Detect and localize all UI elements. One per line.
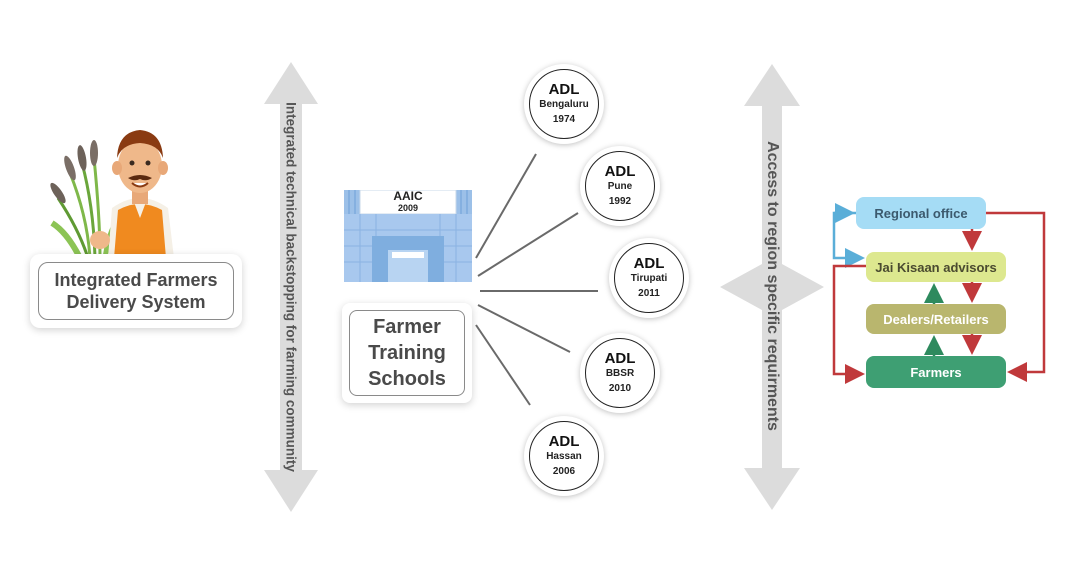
connector-bengaluru <box>475 153 537 259</box>
ifds-title-line2: Delivery System <box>66 292 206 312</box>
aaic-label: AAIC 2009 <box>362 189 454 214</box>
adl-city: Bengaluru <box>539 98 589 110</box>
dealers-retailers-box: Dealers/Retailers <box>866 304 1006 334</box>
adl-city: Hassan <box>546 450 582 462</box>
adl-year: 1974 <box>552 113 576 125</box>
red-loop-right <box>986 211 1046 382</box>
adl-title: ADL <box>604 162 636 180</box>
adl-title: ADL <box>633 254 665 272</box>
left-double-arrow-icon <box>264 62 318 512</box>
adl-year: 1992 <box>608 195 632 207</box>
adl-title: ADL <box>548 432 580 450</box>
farmer-illustration <box>50 130 174 258</box>
adl-title: ADL <box>604 349 636 367</box>
adl-year: 2011 <box>638 287 660 299</box>
fts-line1: Farmer <box>373 316 441 338</box>
adl-bengaluru: ADL Bengaluru 1974 <box>524 64 604 144</box>
jai-kisaan-advisors-box: Jai Kisaan advisors <box>866 252 1006 282</box>
aaic-building-icon <box>344 190 472 282</box>
adl-pune: ADL Pune 1992 <box>580 146 660 226</box>
ifds-inner-frame: Integrated Farmers Delivery System <box>38 262 234 320</box>
ifds-card: Integrated Farmers Delivery System <box>30 254 242 328</box>
adl-year: 2006 <box>552 465 576 477</box>
aaic-name: AAIC <box>393 189 423 203</box>
connector-hassan <box>475 324 531 406</box>
red-loop-left <box>832 264 866 384</box>
farmer-training-schools-card: Farmer Training Schools <box>342 303 472 403</box>
adl-city: Tirupati <box>630 272 668 284</box>
right-double-arrow-icon <box>720 64 824 510</box>
adl-year: 2010 <box>608 382 632 394</box>
fts-inner-frame: Farmer Training Schools <box>349 310 465 396</box>
adl-tirupati: ADL Tirupati 2011 <box>609 238 689 318</box>
regional-office-box: Regional office <box>856 197 986 229</box>
farmers-box: Farmers <box>866 356 1006 388</box>
fts-line3: Schools <box>368 368 446 390</box>
adl-city: BBSR <box>605 367 635 379</box>
aaic-year: 2009 <box>397 203 419 213</box>
connector-pune <box>477 212 579 277</box>
adl-bbsr: ADL BBSR 2010 <box>580 333 660 413</box>
connector-bbsr <box>477 304 571 353</box>
adl-city: Pune <box>607 180 633 192</box>
adl-hassan: ADL Hassan 2006 <box>524 416 604 496</box>
adl-title: ADL <box>548 80 580 98</box>
ifds-title-line1: Integrated Farmers <box>54 270 218 290</box>
fts-line2: Training <box>368 342 446 364</box>
